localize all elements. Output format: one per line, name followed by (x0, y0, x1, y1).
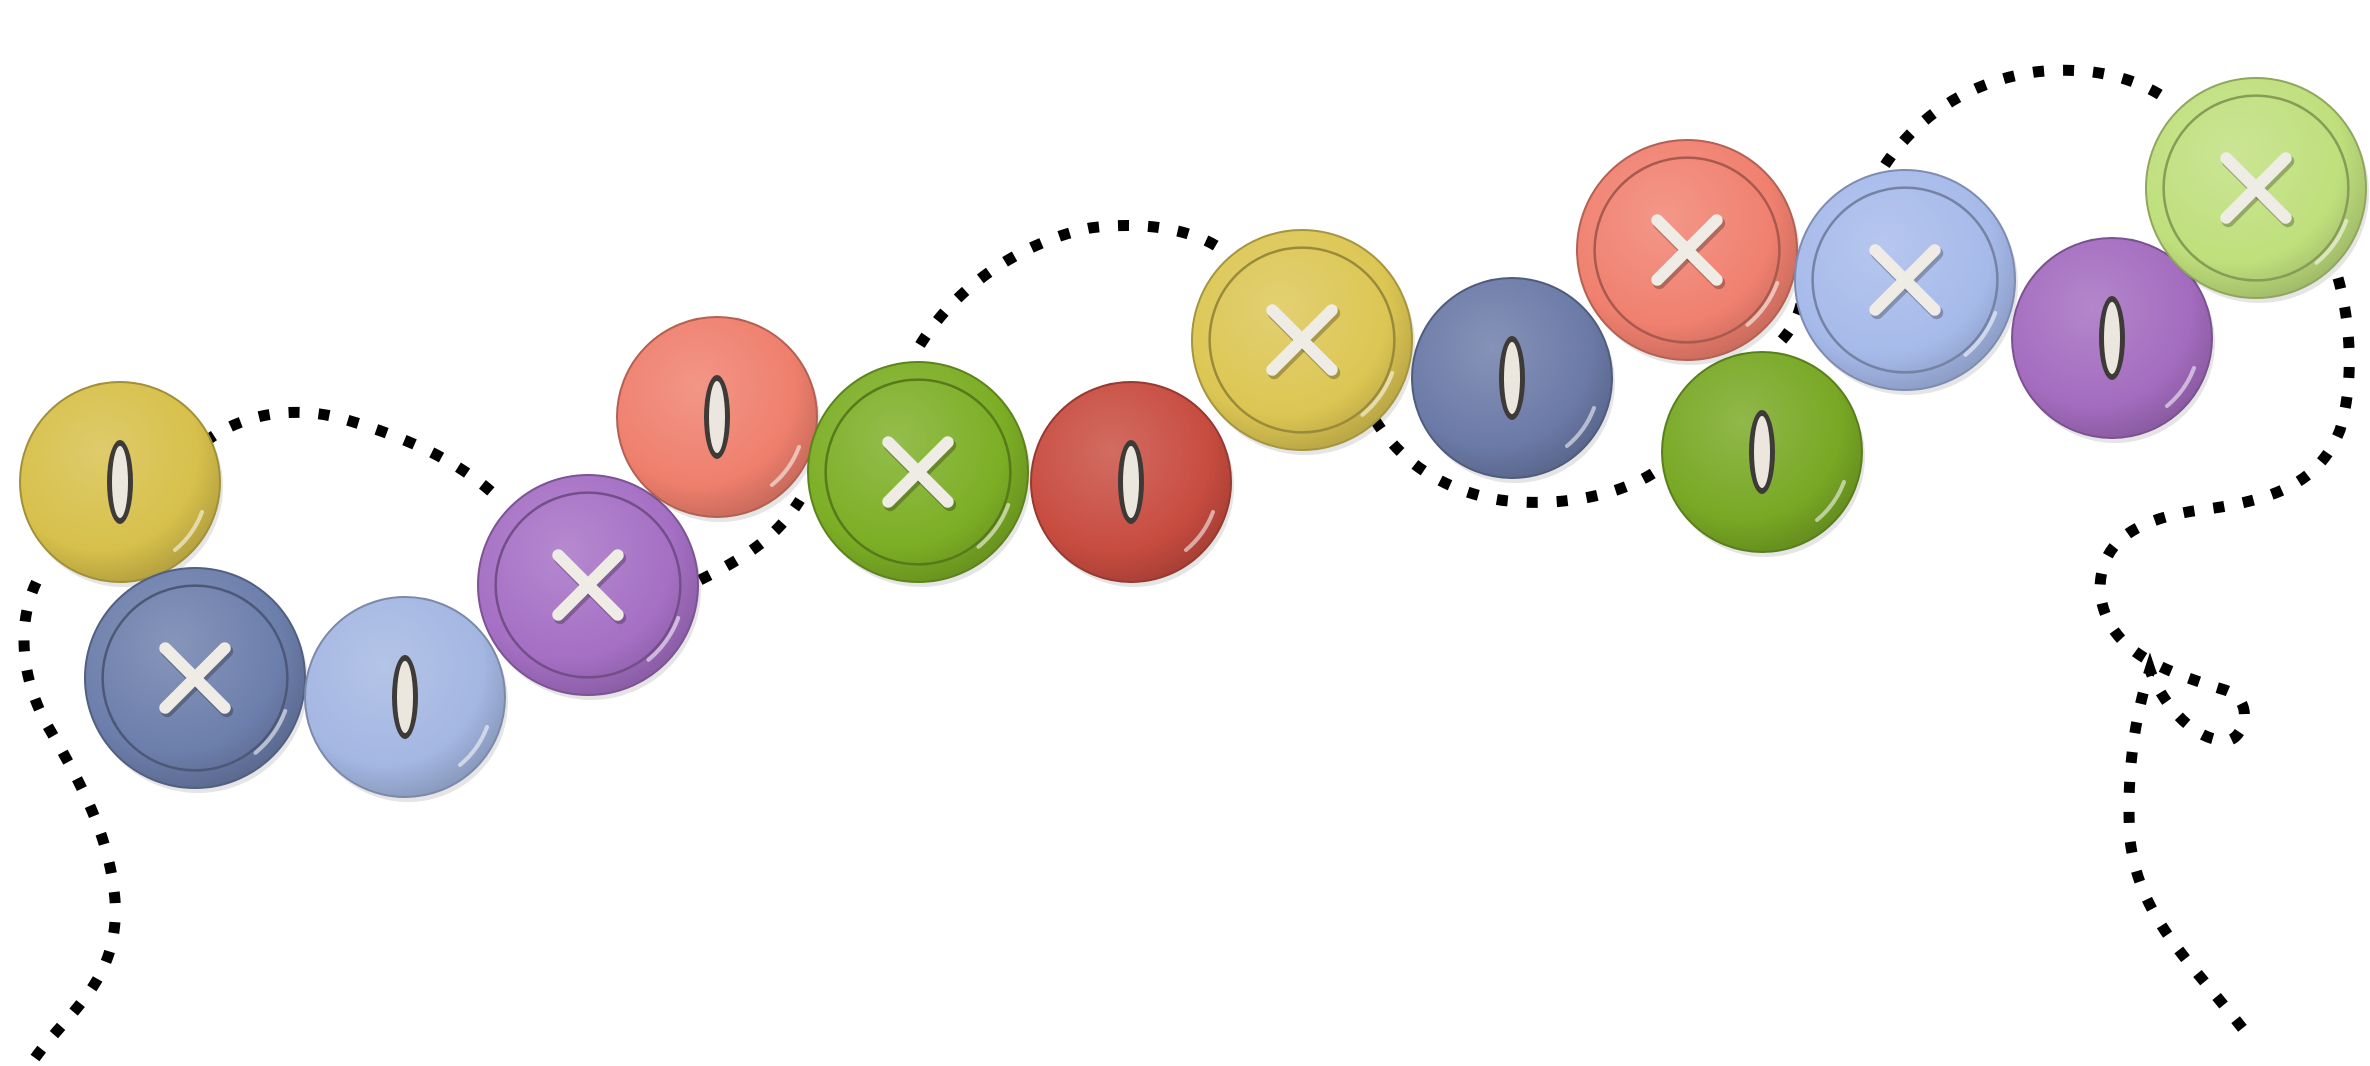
cross-stitch (552, 549, 627, 625)
slit-stitch (1118, 440, 1144, 524)
button-highlight (976, 503, 1011, 549)
button-inner-rim (1811, 186, 1999, 374)
button-inner-rim (1208, 246, 1396, 434)
slit-stitch (2099, 296, 2125, 380)
button-highlight (2165, 366, 2196, 408)
button-inner-rim (101, 584, 289, 772)
button-highlight (458, 725, 489, 767)
cross-stitch (2220, 152, 2295, 228)
cross-stitch (159, 642, 234, 718)
button-highlight (1360, 371, 1395, 417)
dotted-thread (18, 64, 2355, 1062)
button-inner-rim (494, 491, 682, 679)
slit-stitch (392, 655, 418, 739)
button-highlight (1745, 281, 1780, 327)
thread-loop-3 (1370, 417, 1659, 508)
thread-segment-2 (697, 497, 805, 585)
button-highlight (646, 616, 681, 662)
button-inner-rim (2162, 94, 2350, 282)
button-highlight (770, 445, 801, 487)
thread-loop-1 (201, 406, 504, 504)
button-highlight (1565, 406, 1596, 448)
thread-loop-4 (1880, 64, 2172, 169)
sewing-button-5 (616, 316, 820, 522)
sewing-button-2 (84, 567, 308, 793)
slit-stitch (1499, 336, 1525, 420)
sewing-button-7 (1030, 381, 1234, 587)
button-inner-rim (824, 378, 1012, 566)
button-highlight (173, 510, 204, 552)
sewing-button-12 (1794, 169, 2018, 395)
sewing-button-9 (1411, 277, 1615, 483)
cross-stitch (1869, 244, 1944, 320)
button-highlight (1815, 480, 1846, 522)
cross-stitch (1651, 214, 1726, 290)
button-highlight (1963, 311, 1998, 357)
sewing-button-3 (304, 596, 508, 802)
button-row (19, 77, 2369, 802)
sewing-button-8 (1191, 229, 1415, 455)
cross-stitch (1266, 304, 1341, 380)
thread-segment-4 (1777, 297, 1808, 344)
sewing-button-1 (19, 381, 223, 587)
cross-stitch (882, 436, 957, 512)
button-highlight (1184, 510, 1215, 552)
sewing-button-6 (807, 361, 1031, 587)
sewing-button-11 (1661, 351, 1865, 557)
sewing-button-13 (2011, 237, 2215, 443)
slit-stitch (107, 440, 133, 524)
sewing-button-4 (477, 474, 701, 700)
sewing-button-14 (2145, 77, 2369, 303)
thread-right-tail (2094, 276, 2355, 1042)
button-inner-rim (1593, 156, 1781, 344)
thread-loop-2 (915, 220, 1229, 348)
slit-stitch (704, 375, 730, 459)
slit-stitch (1749, 410, 1775, 494)
sewing-button-10 (1576, 139, 1800, 365)
button-highlight (2314, 219, 2349, 265)
button-highlight (253, 709, 288, 755)
